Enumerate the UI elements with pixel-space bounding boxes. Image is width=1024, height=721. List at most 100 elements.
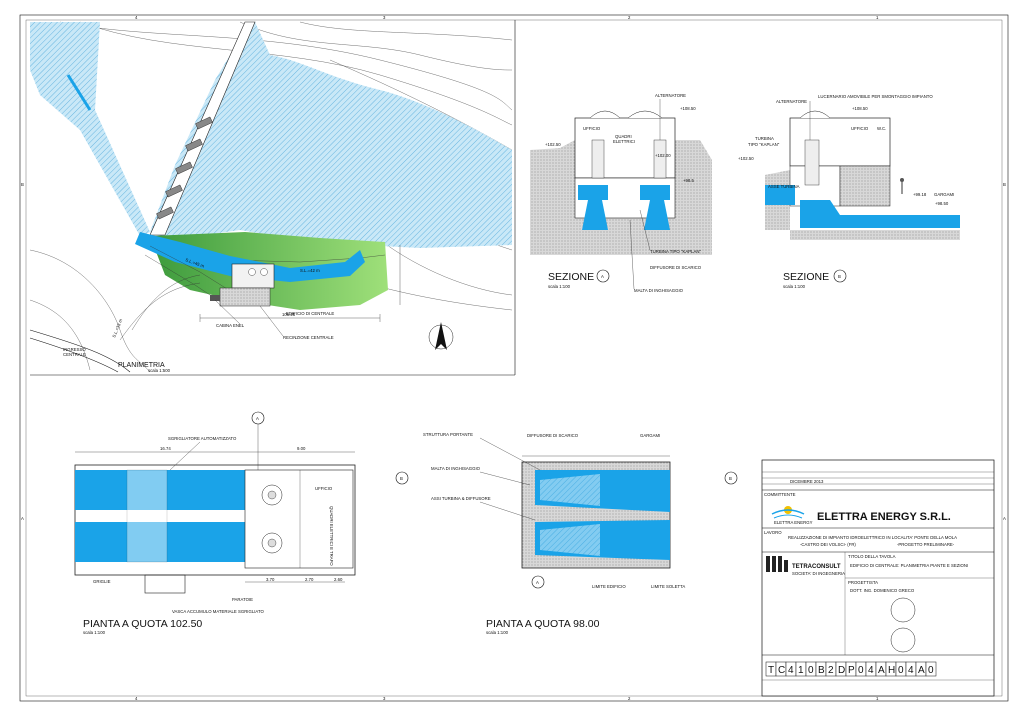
code-char: D: [838, 665, 845, 676]
section-b-title: SEZIONE: [783, 271, 829, 283]
p98-limite-edificio: LIMITE EDIFICIO: [592, 584, 626, 589]
sa-alternatore: ALTERNATORE: [655, 93, 686, 98]
section-a-scale: scala 1:100: [548, 284, 571, 289]
tb-titolo-label: TITOLO DELLA TAVOLA: [848, 554, 896, 559]
p98-gargami: GARGAMI: [640, 433, 660, 438]
code-char: C: [778, 665, 785, 676]
border-number-bottom: 1: [876, 696, 879, 701]
elettra-logo-icon: [771, 506, 805, 519]
title-block: DICEMBRE 2013 COMMITTENTE ELETTRA ENERGY…: [761, 459, 995, 697]
p102-d1: 16.74: [160, 446, 171, 451]
plan-98-title: PIANTA A QUOTA 98.00: [486, 618, 600, 630]
site-plan: S.L.=45 m S.L.=42 m S.L.=33 m 105.25 ING…: [29, 21, 513, 373]
sb-q2: +102.50: [738, 156, 754, 161]
section-b-marker-label: B: [838, 274, 841, 279]
border-number-bottom: 2: [628, 696, 631, 701]
sa-quadri: QUADRI: [615, 134, 632, 139]
tetraconsult-logo-icon: [766, 556, 788, 572]
p102-paratoie: PARATOIE: [232, 597, 253, 602]
powerhouse-plan: [231, 263, 275, 289]
sa-elettrici: ELETTRICI: [613, 139, 635, 144]
p98-marker-a-label: A: [536, 580, 539, 585]
sa-q2: +102.50: [545, 142, 561, 147]
label-cabina: CABINA ENEL: [216, 323, 245, 328]
p102-sgrigliatore: SGRIGLIATORE AUTOMATIZZATO: [168, 436, 237, 441]
label-edificio: EDIFICIO DI CENTRALE: [286, 311, 334, 316]
code-char: 0: [808, 665, 814, 676]
section-b-marker: [833, 269, 847, 283]
sa-q3: +102.00: [655, 153, 671, 158]
p98-marker-b: [724, 471, 738, 485]
sa-diffusore: DIFFUSORE DI SCARICO: [650, 265, 702, 270]
code-char: B: [818, 665, 825, 676]
code-cell: [925, 661, 937, 677]
tb-committente-label: COMMITTENTE: [764, 492, 796, 497]
sa-malta: MALTA DI INGHISAGGIO: [634, 288, 684, 293]
border-letter-right: A: [1003, 516, 1006, 521]
sa-ufficio: UFFICIO: [583, 126, 601, 131]
p98-malta: MALTA DI INGHISAGGIO: [431, 466, 481, 471]
section-a-marker-label: A: [601, 274, 604, 279]
sa-q1: +108.50: [680, 106, 696, 111]
intake-edge: [66, 74, 92, 111]
north-arrow-icon: [428, 322, 454, 350]
tb-sheet-title: EDIFICIO DI CENTRALE: PLANIMETRIA PIANTE…: [850, 563, 968, 568]
code-char: P: [848, 665, 855, 676]
tb-progettista: DOTT. ING. DOMENICO GRECO: [850, 588, 915, 593]
border-number-bottom: 4: [135, 696, 138, 701]
p98-marker-b-label: B: [729, 476, 732, 481]
tb-project-line2: -CASTRO DEI VOLSCI- (FR): [800, 542, 856, 547]
plan-98-scale: scala 1:100: [486, 630, 509, 635]
sb-ufficio: UFFICIO: [851, 126, 869, 131]
tb-rev-date: DICEMBRE 2013: [790, 479, 824, 484]
code-char: 0: [858, 665, 864, 676]
code-char: 0: [928, 665, 934, 676]
person-icon: [900, 178, 904, 194]
label-dim-105: 105.25: [282, 312, 296, 317]
tb-company-small: ELETTRA ENERGY: [774, 520, 813, 525]
section-b: UFFICIO W.C. ALTERNATORE LUCERNARIO AMOV…: [738, 94, 960, 289]
reservoir-water: [30, 22, 512, 248]
code-char: A: [878, 665, 885, 676]
tb-progettista-label: PROGETTISTA: [848, 580, 878, 585]
sb-lucernario: LUCERNARIO AMOVIBILE PER SMONTAGGIO IMPI…: [818, 94, 933, 99]
p102-marker-b-label: B: [400, 476, 403, 481]
code-char: 0: [898, 665, 904, 676]
p102-quadri: QUADRI ELETTRICI E TRAFO: [329, 506, 334, 566]
code-char: 1: [798, 665, 804, 676]
label-sl42: S.L.=42 m: [300, 268, 320, 273]
code-char: 4: [788, 665, 794, 676]
label-centrale: CENTRALE: [63, 352, 86, 357]
p98-struttura: STRUTTURA PORTANTE: [423, 432, 473, 437]
label-sl45: S.L.=45 m: [185, 257, 206, 269]
p102-vasca: VASCA ACCUMULO MATERIALE SGRIGLIATO: [172, 609, 265, 614]
border-number-top: 3: [383, 15, 386, 20]
code-char: H: [888, 665, 895, 676]
border-number-top: 1: [876, 15, 879, 20]
p102-d5: 2.60: [334, 577, 343, 582]
tb-studio-sub: SOCIETA' DI INGEGNERIA: [792, 571, 845, 576]
border-number-top: 2: [628, 15, 631, 20]
label-ingresso: INGRESSO: [63, 347, 86, 352]
sa-turbina: TURBINA TIPO "KAPLAN": [650, 249, 701, 254]
plan-98: STRUTTURA PORTANTE DIFFUSORE DI SCARICO …: [423, 432, 738, 635]
section-a-title: SEZIONE: [548, 271, 594, 283]
sb-turbina: TURBINA: [755, 136, 774, 141]
plant-yard: [219, 287, 271, 307]
label-sl33: S.L.=33 m: [111, 318, 123, 339]
stamp-circle-icon: [890, 597, 916, 623]
tb-lavoro-label: LAVORO: [764, 530, 782, 535]
border-number-bottom: 3: [383, 696, 386, 701]
code-char: 4: [908, 665, 914, 676]
p102-d2: 9.00: [297, 446, 306, 451]
tb-project-line3: -PROGETTO PRELIMINARE-: [897, 542, 955, 547]
code-char: 2: [828, 665, 834, 676]
sheet-inner-frame: [25, 19, 1003, 697]
stamp-circle-icon: [890, 627, 916, 653]
river-water-left: [30, 22, 150, 236]
sb-kaplan: TIPO "KAPLAN": [748, 142, 780, 147]
sb-gargami: GARGAMI: [934, 192, 954, 197]
p102-ufficio: UFFICIO: [315, 486, 333, 491]
